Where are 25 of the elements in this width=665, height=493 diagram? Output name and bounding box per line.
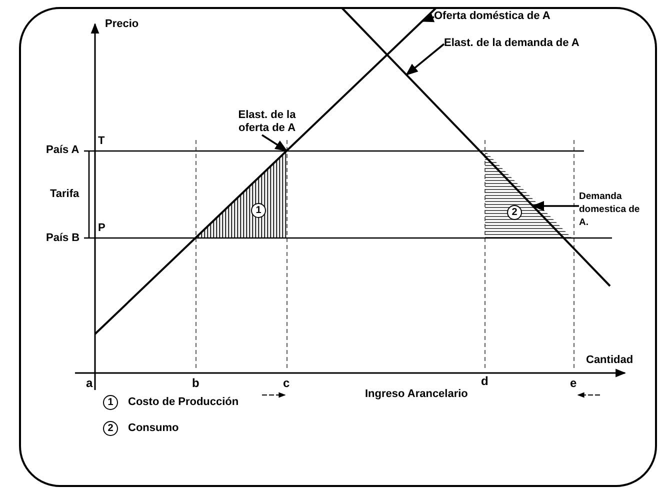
annotation-text: Demanda domestica de A.	[579, 190, 641, 229]
legend-text: Consumo	[128, 422, 179, 435]
tick-label: d	[481, 375, 488, 388]
legend-text: Costo de Producción	[128, 396, 239, 409]
tick-label: a	[86, 377, 93, 390]
axis-title: Precio	[105, 18, 139, 31]
axis-note: Ingreso Arancelario	[365, 388, 468, 401]
tick-label: c	[283, 377, 290, 390]
row-label: País B	[46, 232, 80, 245]
circled-number: 2	[103, 421, 118, 436]
leader-arrow	[532, 200, 579, 212]
leader-arrow	[421, 12, 435, 22]
circled-number: 1	[103, 395, 118, 410]
tick-label: b	[192, 377, 200, 390]
row-label: Tarifa	[50, 188, 80, 201]
leader-arrow	[262, 134, 288, 152]
tick-label: e	[570, 377, 577, 390]
leader-arrow	[405, 43, 445, 76]
point-label: T	[98, 135, 105, 148]
axis-title: Cantidad	[586, 354, 634, 367]
annotation-text: Elast. de la oferta de A	[237, 109, 297, 135]
annotation-text: Oferta doméstica de A	[434, 10, 550, 23]
annotation-text: Elast. de la demanda de A	[444, 37, 580, 50]
row-label: País A	[46, 144, 80, 157]
point-label: P	[98, 222, 106, 235]
